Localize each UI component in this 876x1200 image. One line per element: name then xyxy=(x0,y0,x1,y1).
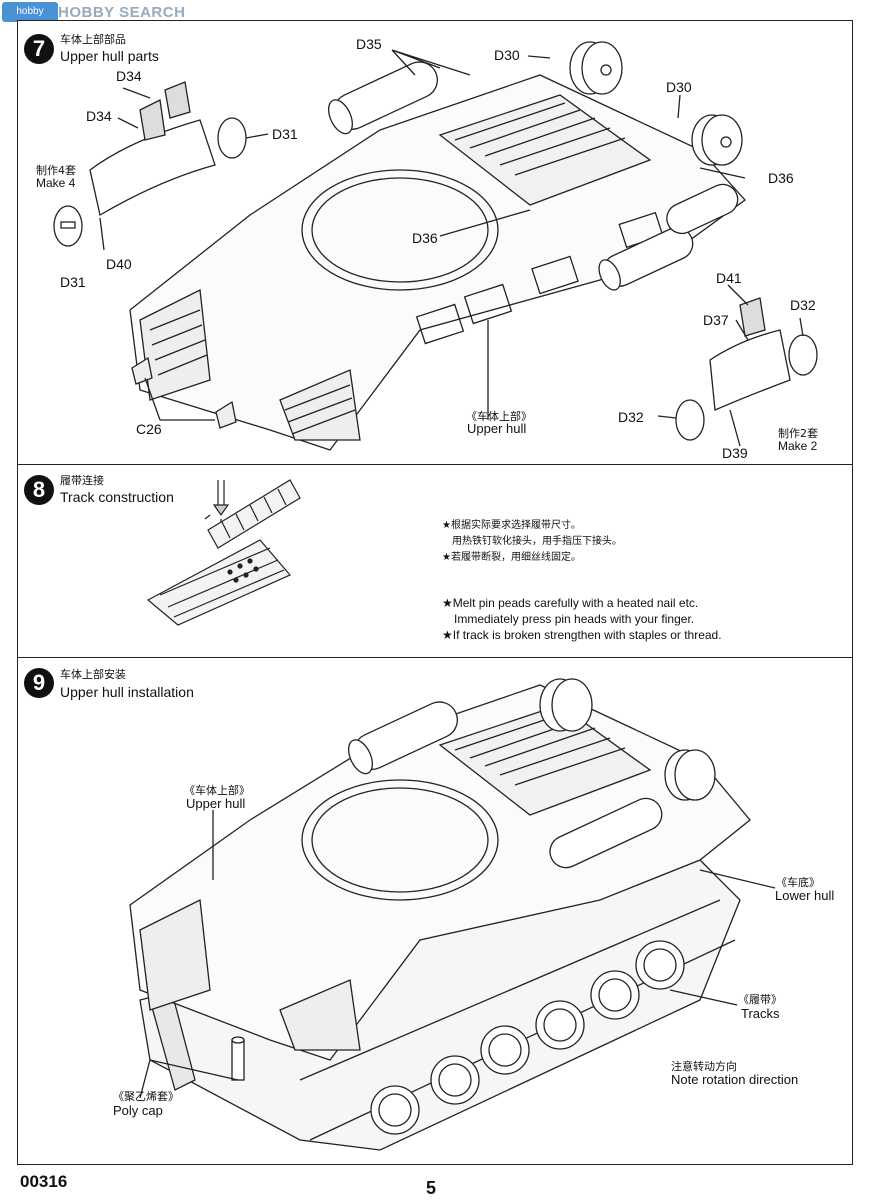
step-8-title-zh: 履带连接 xyxy=(60,474,104,487)
tracks-zh: 《履带》 xyxy=(738,993,782,1006)
step9-upper-hull-zh: 《车体上部》 xyxy=(184,784,250,797)
step-7-title-en: Upper hull parts xyxy=(60,48,159,64)
track-note-zh-2: 用热铁钉软化接头，用手指压下接头。 xyxy=(452,536,622,547)
step-9-title-en: Upper hull installation xyxy=(60,684,194,700)
label-d31-b: D31 xyxy=(60,274,86,290)
track-note-en-2: Immediately press pin heads with your fi… xyxy=(454,612,695,626)
label-d40: D40 xyxy=(106,256,132,272)
label-d32-a: D32 xyxy=(790,297,816,313)
poly-cap-en: Poly cap xyxy=(113,1103,163,1118)
step-8-panel xyxy=(17,464,853,659)
label-d34-a: D34 xyxy=(116,68,142,84)
make-4-zh: 制作4套 xyxy=(36,164,76,177)
step-8-number: 8 xyxy=(24,475,54,505)
label-d30-a: D30 xyxy=(494,47,520,63)
step9-upper-hull-en: Upper hull xyxy=(186,796,246,811)
rotation-note-en: Note rotation direction xyxy=(671,1072,799,1087)
track-note-en-3: ★If track is broken strengthen with stap… xyxy=(442,628,722,642)
label-d32-b: D32 xyxy=(618,409,644,425)
step-8-title-en: Track construction xyxy=(60,489,174,505)
rotation-note-zh: 注意转动方向 xyxy=(671,1060,737,1073)
label-c26: C26 xyxy=(136,421,162,437)
label-d41: D41 xyxy=(716,270,742,286)
label-d35: D35 xyxy=(356,36,382,52)
label-d36-b: D36 xyxy=(768,170,794,186)
label-d30-b: D30 xyxy=(666,79,692,95)
make-2-en: Make 2 xyxy=(778,439,818,453)
watermark-badge: hobby xyxy=(2,2,58,22)
lower-hull-en: Lower hull xyxy=(775,888,835,903)
lower-hull-zh: 《车底》 xyxy=(776,876,820,889)
watermark-logo: hobby xyxy=(2,2,92,24)
track-note-en-1: ★Melt pin peads carefully with a heated … xyxy=(442,596,699,610)
poly-cap-zh: 《聚乙烯套》 xyxy=(113,1090,179,1103)
step-7-title-zh: 车体上部部品 xyxy=(60,33,126,46)
step-7-illustration xyxy=(53,41,818,451)
track-note-zh-3: ★若履带断裂，用细丝线固定。 xyxy=(442,552,581,563)
tracks-en: Tracks xyxy=(741,1006,780,1021)
product-code: 00316 xyxy=(20,1172,68,1191)
step-9-number: 9 xyxy=(24,668,54,698)
step-9-illustration xyxy=(129,678,776,1151)
label-d34-b: D34 xyxy=(86,108,112,124)
label-d36-a: D36 xyxy=(412,230,438,246)
make-2-zh: 制作2套 xyxy=(778,427,818,440)
make-4-en: Make 4 xyxy=(36,176,76,190)
track-note-zh-1: ★根据实际要求选择履带尺寸。 xyxy=(442,520,581,531)
step-8-illustration xyxy=(146,479,301,626)
upper-hull-label-en: Upper hull xyxy=(467,421,527,436)
step-7-number: 7 xyxy=(24,34,54,64)
step-9-title-zh: 车体上部安装 xyxy=(60,668,126,681)
upper-hull-label-zh: 《车体上部》 xyxy=(466,410,532,423)
label-d37: D37 xyxy=(703,312,729,328)
label-d39: D39 xyxy=(722,445,748,461)
watermark-text: HOBBY SEARCH xyxy=(58,4,186,21)
page-number: 5 xyxy=(426,1178,437,1198)
label-d31-a: D31 xyxy=(272,126,298,142)
